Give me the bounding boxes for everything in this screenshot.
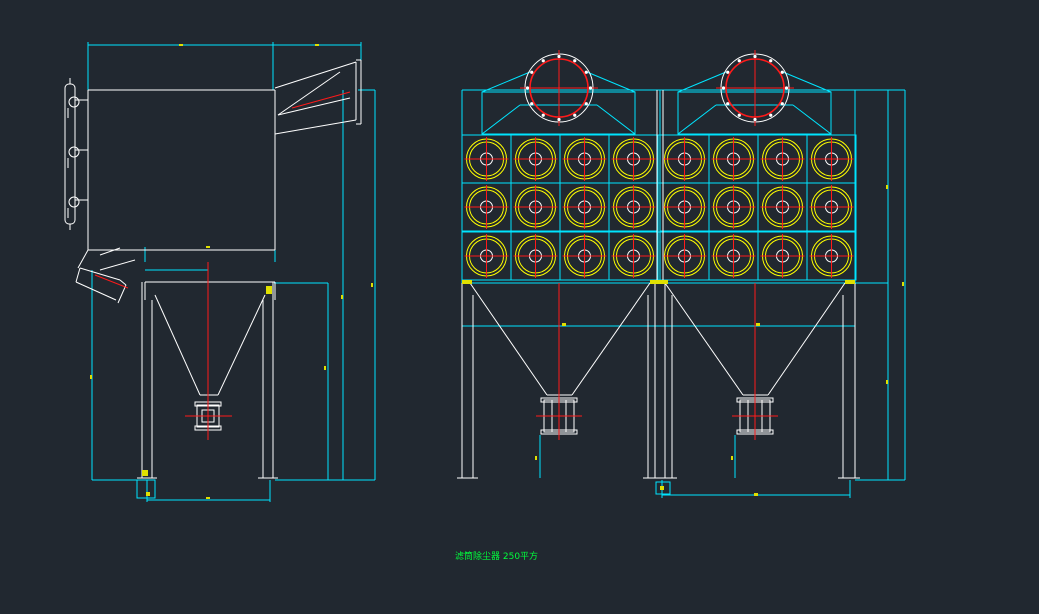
flange-bolt [584,70,588,74]
flange-bolt [721,86,726,90]
inlet-flange-left [520,50,598,126]
flange-bolt [557,117,561,122]
flange-bolts [525,54,789,122]
flange-bolt [784,86,789,90]
filter-cell [806,182,857,232]
flange-bolt [726,70,730,74]
pulse-valve-assembly [64,78,88,230]
filter-cell [608,231,659,281]
flange-bolt [753,54,757,59]
flange-bolt [573,113,577,117]
flange-bolt [780,102,784,106]
inlet-flange-right [716,50,794,126]
flange-bolt [588,86,593,90]
filter-cartridge-grid [461,90,857,281]
front-view [457,50,906,498]
front-view-markers [462,185,904,496]
filter-cell [806,231,857,281]
flange-bolt [584,102,588,106]
flange-bolt [573,59,577,63]
side-view-markers [90,44,373,499]
flange-bolt [769,113,773,117]
flange-bolt [541,59,545,63]
flange-bolt [780,70,784,74]
flange-bolt [737,113,741,117]
drawing-title: 滤筒除尘器 250平方 [455,552,539,562]
side-view [64,42,376,502]
side-view-outline [75,59,362,479]
front-view-dimensions [461,71,906,498]
side-view-dimensions [87,42,376,502]
flange-bolt [769,59,773,63]
flange-bolt [530,102,534,106]
flange-bolt [726,102,730,106]
flange-bolt [541,113,545,117]
flange-bolt [737,59,741,63]
flange-bolt [530,70,534,74]
flange-bolt [753,117,757,122]
side-view-centerlines [94,91,351,440]
flange-bolt [557,54,561,59]
front-view-centerlines [536,283,778,440]
filter-cell [608,182,659,232]
flange-bolt [525,86,530,90]
front-view-outline [457,282,860,479]
